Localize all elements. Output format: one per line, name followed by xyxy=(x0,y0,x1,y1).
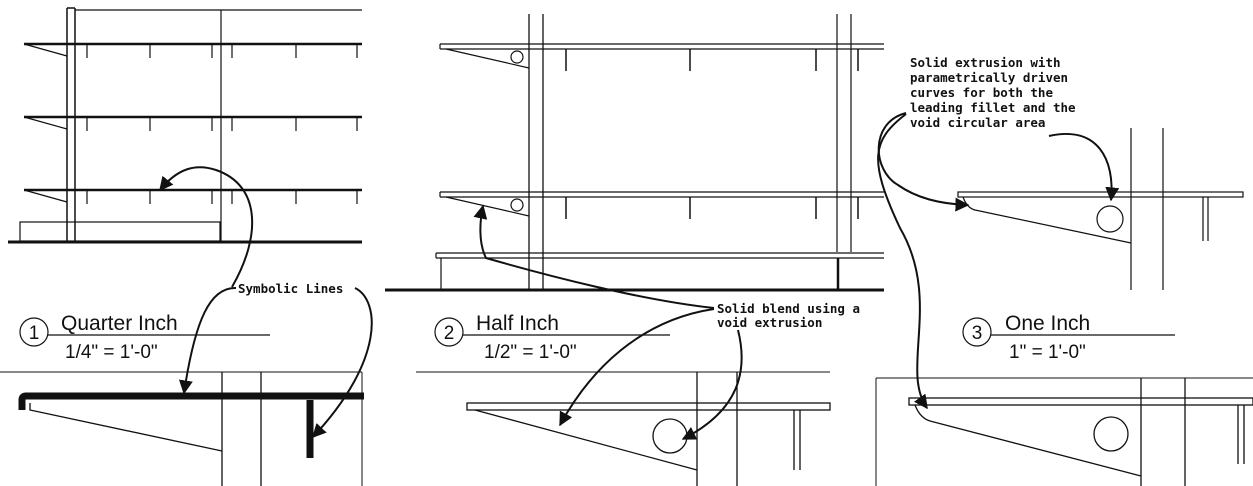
annotation-line: void circular area xyxy=(910,115,1045,130)
shelf-1 xyxy=(23,42,362,58)
elevation-quarter-inch xyxy=(8,7,362,244)
annotation-line: leading fillet and the xyxy=(910,100,1076,115)
detail-one-inch-top xyxy=(957,128,1244,290)
view-number: 3 xyxy=(972,323,983,344)
view-title-2: 2 Half Inch 1/2" = 1'-0" xyxy=(434,312,670,363)
shelf-3 xyxy=(23,188,362,204)
annotation-line: parametrically driven xyxy=(910,70,1068,85)
view-title-3: 3 One Inch 1" = 1'-0" xyxy=(962,312,1175,363)
view-number: 2 xyxy=(444,323,455,344)
detail-panel-one-inch xyxy=(875,377,1253,486)
view-title: One Inch xyxy=(1005,312,1090,335)
view-scale: 1/4" = 1'-0" xyxy=(65,342,158,363)
view-title-1: 1 Quarter Inch 1/4" = 1'-0" xyxy=(19,312,270,363)
annotation-line: Solid blend using a xyxy=(717,301,860,316)
shelf-b xyxy=(439,191,884,219)
view-title: Half Inch xyxy=(476,312,559,335)
annotation-solid-blend: Solid blend using a void extrusion xyxy=(473,204,860,440)
elevation-half-inch xyxy=(385,14,884,292)
shelf-a xyxy=(439,43,884,71)
annotation-line: void extrusion xyxy=(717,315,822,330)
detail-panel-half-inch xyxy=(416,371,831,486)
view-scale: 1/2" = 1'-0" xyxy=(484,342,577,363)
annotation-line: Solid extrusion with xyxy=(910,55,1061,70)
annotation-symbolic-lines: Symbolic Lines xyxy=(159,166,373,439)
view-number: 1 xyxy=(29,323,40,344)
view-title: Quarter Inch xyxy=(61,312,178,335)
annotation-solid-extrusion: Solid extrusion with parametrically driv… xyxy=(877,55,1120,410)
view-scale: 1" = 1'-0" xyxy=(1009,342,1086,363)
annotation-text: Symbolic Lines xyxy=(238,281,343,296)
annotation-line: curves for both the xyxy=(910,85,1053,100)
shelf-2 xyxy=(23,115,362,131)
detail-panel-quarter-inch xyxy=(0,371,364,486)
